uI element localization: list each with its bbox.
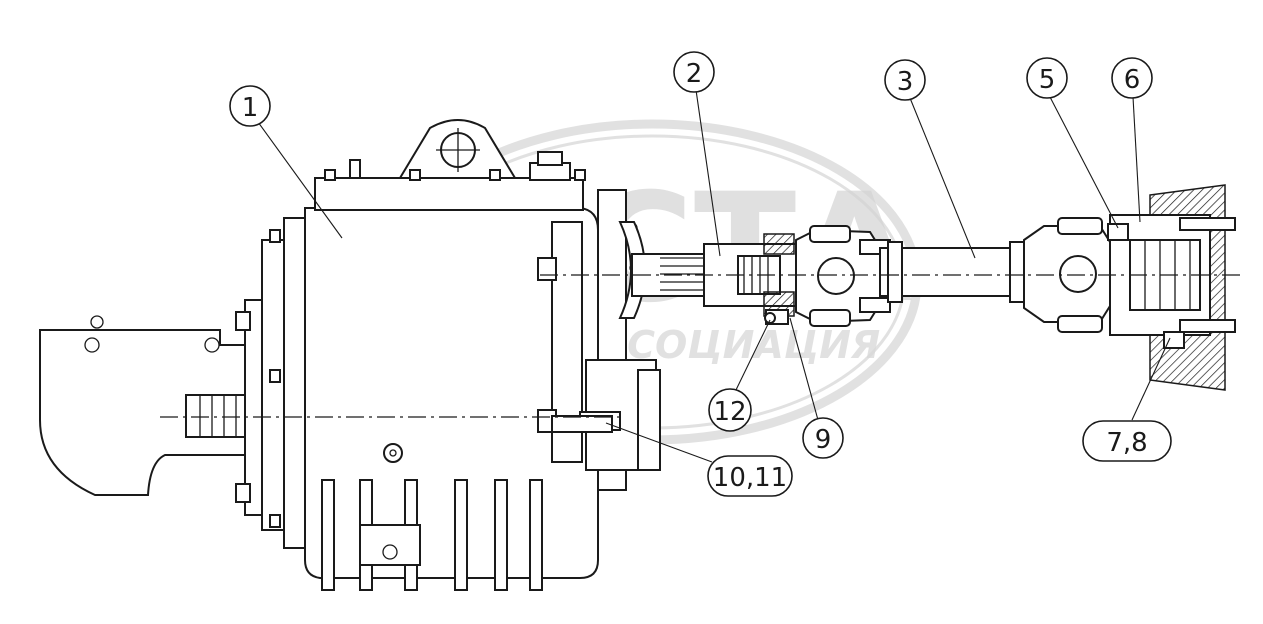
mounting-bracket bbox=[39, 315, 246, 496]
center-lines bbox=[160, 274, 1240, 418]
svg-text:6: 6 bbox=[1124, 65, 1141, 95]
callout-12: 12 bbox=[708, 388, 752, 432]
callout-9: 9 bbox=[802, 417, 844, 459]
svg-text:1: 1 bbox=[242, 93, 259, 123]
callout-10-11: 10,11 bbox=[707, 455, 793, 497]
svg-text:7,8: 7,8 bbox=[1106, 428, 1147, 458]
svg-text:2: 2 bbox=[686, 59, 703, 89]
svg-text:5: 5 bbox=[1039, 65, 1056, 95]
universal-joint-right bbox=[1023, 217, 1111, 333]
callout-3: 3 bbox=[884, 59, 926, 101]
svg-text:9: 9 bbox=[815, 425, 832, 455]
pulley-hub bbox=[1107, 184, 1236, 391]
gearbox-housing bbox=[235, 119, 599, 591]
callout-6: 6 bbox=[1111, 57, 1153, 99]
callout-5: 5 bbox=[1026, 57, 1068, 99]
stud-bolt bbox=[551, 415, 613, 433]
leader-lines bbox=[257, 89, 1171, 463]
prop-shaft-tube bbox=[879, 241, 1025, 303]
svg-text:10,11: 10,11 bbox=[713, 463, 787, 493]
callout-7-8: 7,8 bbox=[1082, 420, 1172, 462]
callout-1: 1 bbox=[229, 85, 271, 127]
universal-joint-left bbox=[795, 225, 891, 327]
svg-text:12: 12 bbox=[713, 397, 746, 427]
callout-2: 2 bbox=[673, 51, 715, 93]
svg-text:3: 3 bbox=[897, 67, 914, 97]
